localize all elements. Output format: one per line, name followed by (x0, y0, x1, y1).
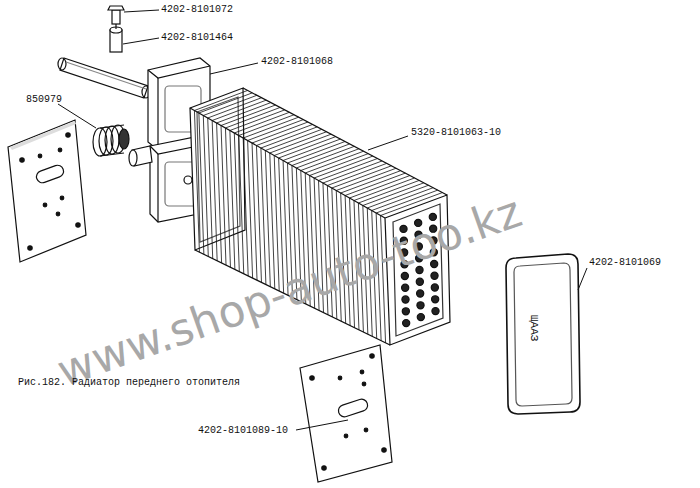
part-number: 850979 (26, 94, 62, 105)
tube-end (403, 320, 410, 327)
tube-end (402, 308, 409, 315)
pipe-tee (58, 6, 150, 98)
pipe-fitting (93, 125, 129, 156)
cover-marking: ЩААЗ (528, 315, 540, 341)
tube-end (431, 272, 438, 279)
mounting-plate (300, 345, 392, 482)
part-number: 5320-8101063-10 (411, 127, 501, 138)
part-number: 4202-8101069 (589, 257, 661, 268)
mounting-plate (8, 120, 86, 262)
tube-end (417, 290, 424, 297)
tube-end (417, 314, 424, 321)
tube-end (402, 284, 409, 291)
part-number: 4202-8101089-10 (198, 425, 288, 436)
part-number: 4202-8101464 (161, 32, 233, 43)
figure-caption: Рис.182. Радиатор переднего отопителя (18, 377, 240, 388)
tube-end (432, 296, 439, 303)
tube-end (432, 308, 439, 315)
core-edge (190, 108, 385, 218)
part-number: 4202-8101068 (261, 56, 333, 67)
part-number: 4202-8101072 (161, 4, 233, 15)
tube-end (402, 296, 409, 303)
tube-end (431, 284, 438, 291)
tube-end (417, 302, 424, 309)
tube-end (416, 278, 423, 285)
tank-cover (506, 254, 580, 414)
core-edge (243, 88, 447, 195)
